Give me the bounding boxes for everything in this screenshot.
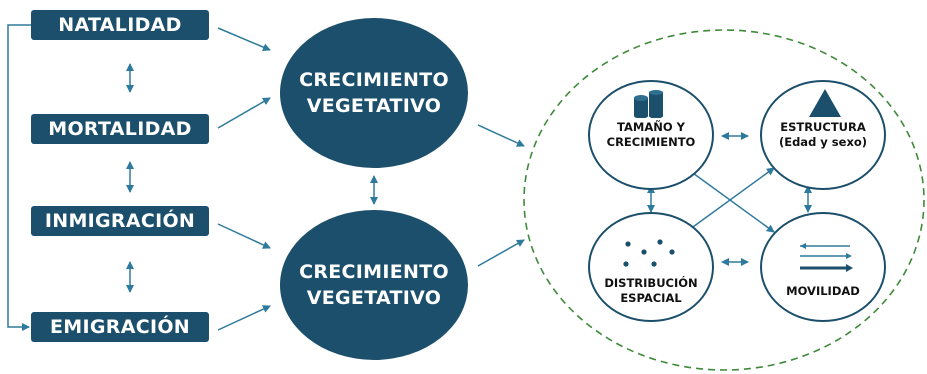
scattered-dots-icon [623,239,675,267]
tamano-crecimiento-label: TAMAÑO Y CRECIMIENTO [606,120,696,149]
estructura-label: ESTRUCTURA (Edad y sexo) [778,120,868,149]
top-circle-to-group-arrow [477,124,525,147]
natalidad-label: NATALIDAD [58,14,182,36]
distribucion-espacial-label: DISTRIBUCIÓN ESPACIAL [604,276,698,305]
horizontal-arrows-icon [800,243,853,272]
emigracion-label: EMIGRACIÓN [50,316,190,338]
natalidad-box: NATALIDAD [31,10,209,40]
inmigracion-box: INMIGRACIÓN [31,206,209,236]
bottom-circle-to-group-arrow [477,239,525,267]
crecimiento-vegetativo-bottom-label: CRECIMIENTO VEGETATIVO [299,261,449,309]
mortalidad-box: MORTALIDAD [31,114,209,144]
movilidad-label: MOVILIDAD [786,284,860,298]
left-bracket-connector [7,24,31,331]
crecimiento-vegetativo-top-label: CRECIMIENTO VEGETATIVO [299,69,449,117]
crecimiento-vegetativo-bottom-circle: CRECIMIENTO VEGETATIVO [280,210,468,360]
distribucion-estructura-arrow [685,167,775,233]
estructura-circle: ESTRUCTURA (Edad y sexo) [760,80,886,190]
emigracion-box: EMIGRACIÓN [31,312,209,342]
natalidad-to-top-arrow [217,27,271,51]
emigracion-to-bottom-arrow [217,305,271,331]
mortalidad-label: MORTALIDAD [48,118,192,140]
crecimiento-vegetativo-top-circle: CRECIMIENTO VEGETATIVO [280,18,468,168]
mortalidad-to-top-arrow [217,97,271,129]
inmigracion-to-bottom-arrow [217,223,271,249]
inmigracion-label: INMIGRACIÓN [44,210,196,232]
cylinders-icon [634,90,663,118]
distribucion-espacial-circle: DISTRIBUCIÓN ESPACIAL [588,212,714,322]
triangle-icon [809,89,841,117]
movilidad-circle: MOVILIDAD [760,212,886,322]
dashed-ellipse [523,29,925,371]
tamano-crecimiento-circle: TAMAÑO Y CRECIMIENTO [588,80,714,190]
